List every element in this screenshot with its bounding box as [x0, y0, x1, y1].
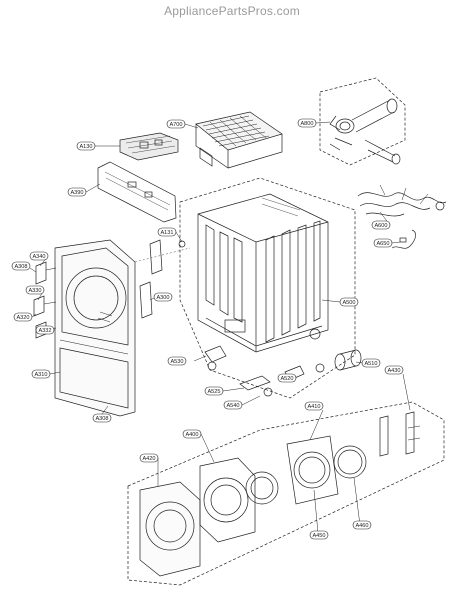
watermark: AppliancePartsPros.com — [164, 4, 300, 18]
duct-assembly — [319, 77, 406, 166]
svg-text:A450: A450 — [312, 533, 325, 539]
callout-a540: A540 — [223, 400, 243, 410]
svg-text:A320: A320 — [16, 315, 29, 321]
svg-text:A650: A650 — [376, 241, 389, 247]
callout-a510: A510 — [361, 358, 381, 368]
svg-text:A510: A510 — [364, 361, 377, 367]
callout-a520: A520 — [277, 373, 297, 383]
callout-a340: A340 — [29, 251, 49, 261]
svg-text:A332: A332 — [38, 328, 51, 334]
callout-a700: A700 — [166, 119, 186, 129]
svg-text:A460: A460 — [355, 523, 368, 529]
callout-a320: A320 — [13, 312, 33, 322]
svg-text:A700: A700 — [169, 122, 182, 128]
callout-a600: A600 — [371, 220, 391, 230]
front-panel — [33, 239, 136, 417]
svg-text:A420: A420 — [142, 456, 155, 462]
callout-a525: A525 — [204, 386, 224, 396]
side-brackets — [134, 239, 191, 319]
callout-a300: A300 — [153, 292, 173, 302]
callout-a390: A390 — [67, 187, 87, 197]
svg-text:A310: A310 — [34, 372, 47, 378]
svg-text:A520: A520 — [280, 376, 293, 382]
callout-a332: A332 — [35, 325, 55, 335]
control-panel-frame — [97, 161, 177, 223]
svg-text:A300: A300 — [156, 295, 169, 301]
callout-a308-top: A308 — [11, 261, 31, 271]
svg-text:A410: A410 — [307, 404, 320, 410]
callout-a530: A530 — [167, 356, 187, 366]
callout-a131: A131 — [157, 227, 177, 237]
callout-a330: A330 — [25, 285, 45, 295]
cabinet-assembly — [179, 177, 356, 399]
svg-text:A600: A600 — [374, 223, 387, 229]
callouts: A700 A800 A130 A390 A131 A600 A650 A340 … — [11, 118, 404, 540]
svg-text:A130: A130 — [79, 144, 92, 150]
svg-text:A800: A800 — [300, 121, 313, 127]
svg-text:A390: A390 — [70, 190, 83, 196]
exhaust-duct — [334, 349, 362, 371]
svg-text:A400: A400 — [185, 432, 198, 438]
control-board — [119, 132, 179, 161]
svg-text:A340: A340 — [32, 254, 45, 260]
svg-text:A500: A500 — [342, 300, 355, 306]
wiring-harness — [357, 184, 447, 249]
callout-a308-bottom: A308 — [92, 413, 112, 423]
callout-a460: A460 — [352, 520, 372, 530]
callout-a430: A430 — [384, 365, 404, 375]
svg-text:A308: A308 — [95, 416, 108, 422]
callout-a650: A650 — [373, 238, 393, 248]
callout-a500: A500 — [339, 297, 359, 307]
callout-a410: A410 — [304, 401, 324, 411]
door-assembly — [127, 401, 445, 586]
svg-text:A540: A540 — [226, 403, 239, 409]
callout-a420: A420 — [139, 453, 159, 463]
callout-a400: A400 — [182, 429, 202, 439]
callout-a450: A450 — [309, 530, 329, 540]
svg-text:A330: A330 — [28, 288, 41, 294]
svg-text:A430: A430 — [387, 368, 400, 374]
svg-text:A131: A131 — [160, 230, 173, 236]
svg-text:A530: A530 — [170, 359, 183, 365]
callout-a310: A310 — [31, 369, 51, 379]
svg-text:A525: A525 — [207, 389, 220, 395]
callout-a130: A130 — [76, 141, 96, 151]
svg-text:A308: A308 — [14, 264, 27, 270]
callout-a800: A800 — [297, 118, 317, 128]
heater-assembly — [195, 111, 283, 169]
